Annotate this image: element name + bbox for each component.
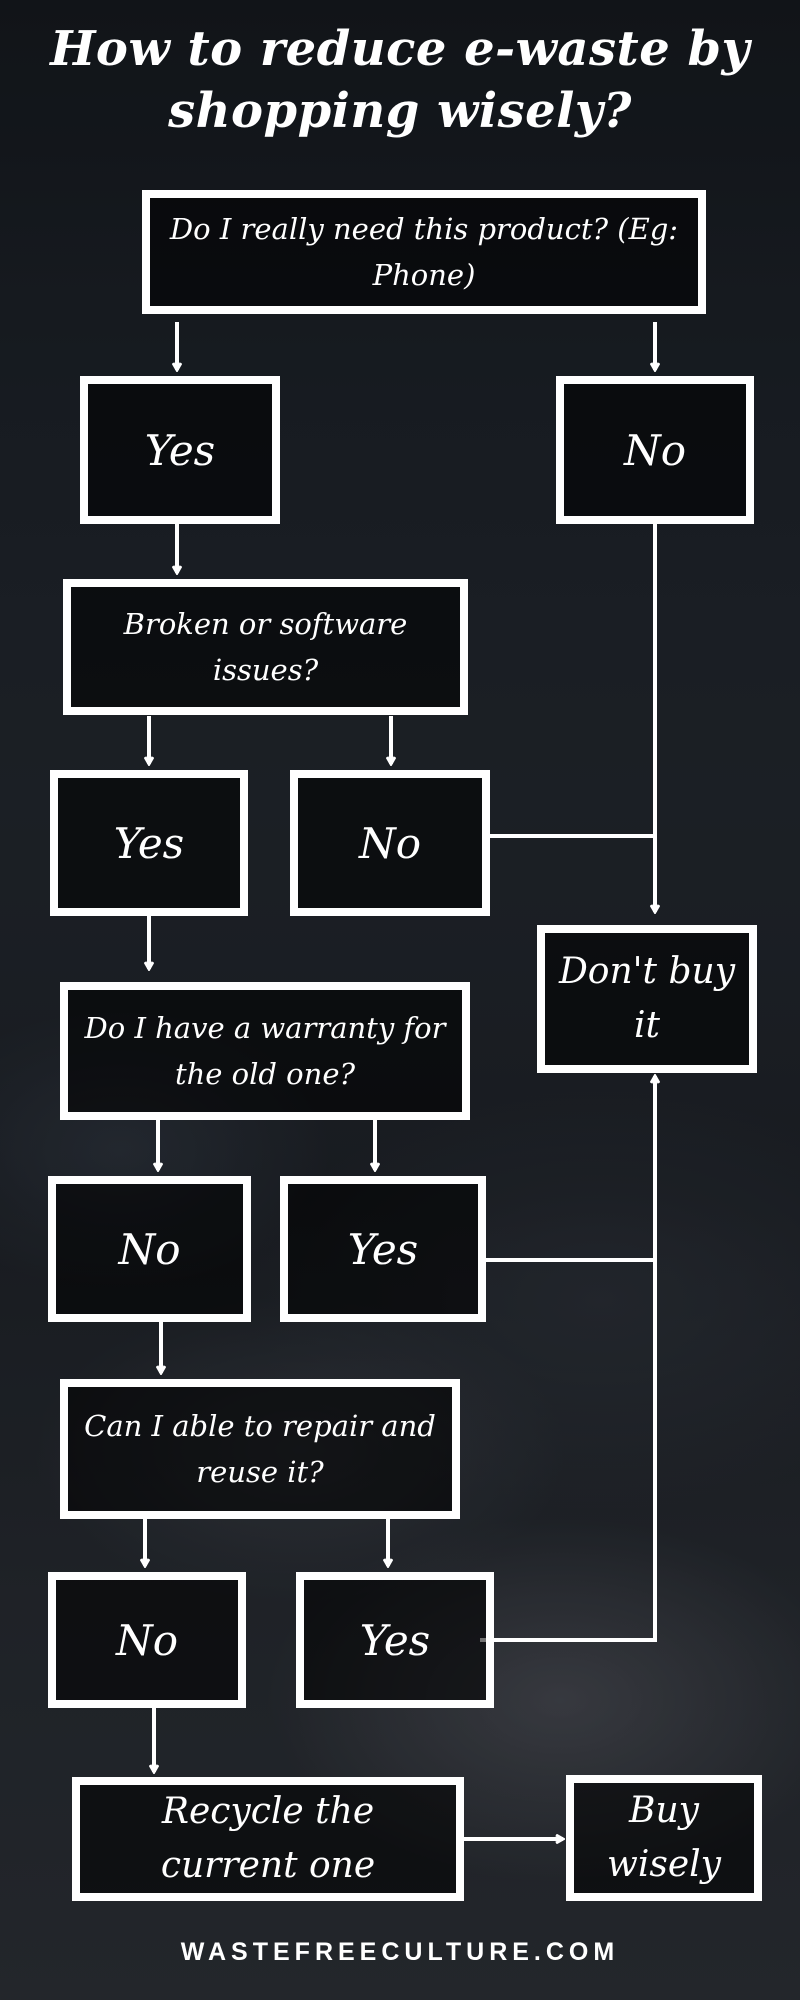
answer-broken-no: No (290, 770, 490, 916)
page-title: How to reduce e-waste by shopping wisely… (50, 21, 750, 139)
arrow-yes-to-dontbuy (480, 1076, 655, 1642)
answer-repair-yes-text: Yes (359, 1615, 431, 1665)
question-repair: Can I able to repair and reuse it? (60, 1379, 460, 1519)
result-recycle: Recycle the current one (72, 1777, 464, 1901)
answer-warranty-no-text: No (118, 1224, 181, 1274)
result-dont-buy: Don't buy it (537, 925, 757, 1073)
result-recycle-text: Recycle the current one (160, 1791, 376, 1886)
answer-warranty-no: No (48, 1176, 251, 1322)
answer-need-yes-text: Yes (144, 425, 216, 475)
result-buy-wisely-text: Buy wisely (607, 1790, 721, 1885)
answer-broken-yes: Yes (50, 770, 248, 916)
answer-repair-no: No (48, 1572, 246, 1708)
answer-warranty-yes-text: Yes (347, 1224, 419, 1274)
result-buy-wisely: Buy wisely (566, 1775, 762, 1901)
question-warranty: Do I have a warranty for the old one? (60, 982, 470, 1120)
answer-repair-yes: Yes (296, 1572, 494, 1708)
answer-repair-no-text: No (115, 1615, 179, 1665)
answer-broken-no-text: No (358, 818, 422, 868)
question-repair-text: Can I able to repair and reuse it? (84, 1409, 436, 1489)
answer-need-no: No (556, 376, 754, 524)
question-warranty-text: Do I have a warranty for the old one? (84, 1011, 446, 1091)
question-need-product: Do I really need this product? (Eg: Phon… (142, 190, 706, 314)
question-need-product-text: Do I really need this product? (Eg: Phon… (169, 212, 679, 292)
result-dont-buy-text: Don't buy it (558, 951, 736, 1046)
footer-site-name: WASTEFREECULTURE.COM (180, 1938, 620, 1966)
answer-broken-yes-text: Yes (113, 818, 185, 868)
answer-warranty-yes: Yes (280, 1176, 486, 1322)
answer-need-no-text: No (623, 425, 687, 475)
question-broken-text: Broken or software issues? (123, 607, 408, 687)
question-broken: Broken or software issues? (63, 579, 468, 715)
answer-need-yes: Yes (80, 376, 280, 524)
